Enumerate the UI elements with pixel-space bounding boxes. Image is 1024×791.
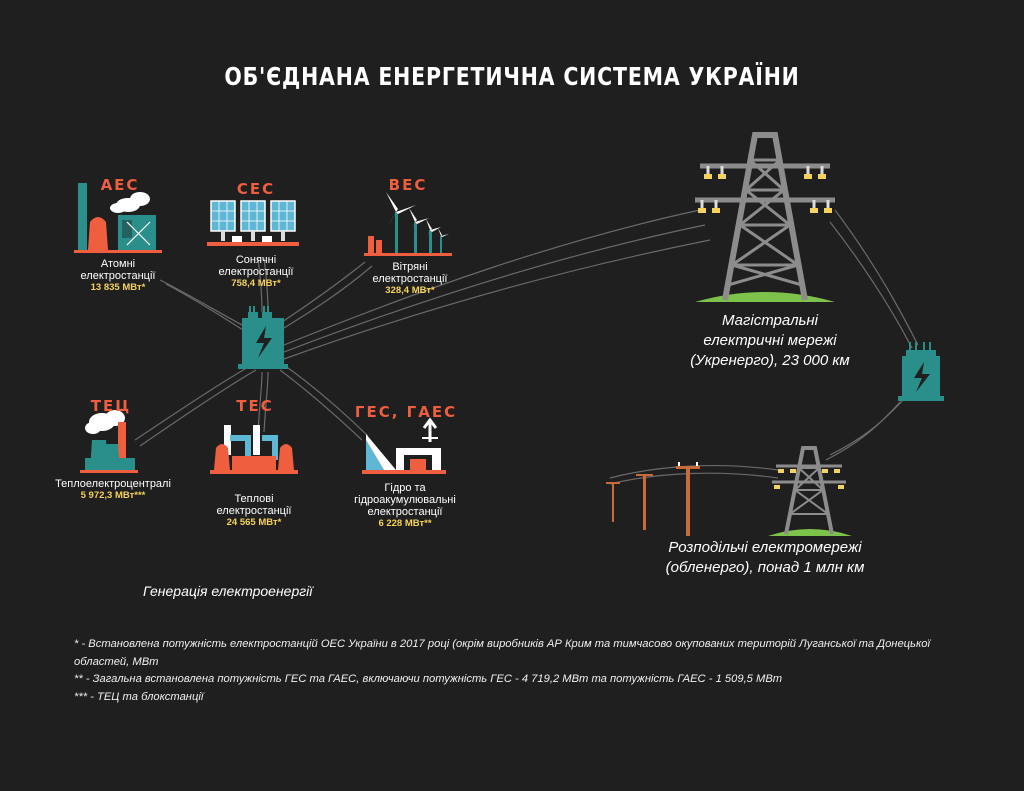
station-label-chp: Теплоелектроцентралі 5 972,3 МВт*** bbox=[38, 478, 188, 502]
station-name: електростанції bbox=[367, 506, 443, 518]
transformer-icon bbox=[238, 306, 288, 369]
station-tag-wind: ВЕС bbox=[388, 176, 428, 194]
station-name: Сонячні bbox=[235, 254, 277, 266]
footnote: * - Встановлена потужність електростанці… bbox=[74, 638, 930, 668]
station-tag-thermal: ТЕС bbox=[236, 397, 274, 415]
station-name: електростанції bbox=[80, 270, 156, 282]
station-name: Гідро та bbox=[384, 482, 426, 494]
station-value: 24 565 МВт* bbox=[226, 517, 282, 528]
station-value: 758,4 МВт* bbox=[231, 278, 281, 289]
distribution-tower-icon bbox=[768, 446, 852, 536]
nuclear-plant-icon bbox=[74, 183, 162, 253]
station-label-thermal: Теплові електростанції 24 565 МВт* bbox=[194, 493, 314, 529]
distribution-network-label: Розподільчі електромережі (обленерго), п… bbox=[640, 538, 890, 578]
transmission-line2: електричні мережі bbox=[703, 332, 837, 349]
station-name: Атомні bbox=[100, 258, 136, 270]
footnote: ** - Загальна встановлена потужність ГЕС… bbox=[74, 673, 783, 685]
station-value: 13 835 МВт* bbox=[90, 282, 146, 293]
station-label-nuclear: Атомні електростанції 13 835 МВт* bbox=[58, 258, 178, 294]
wind-turbines-icon bbox=[364, 192, 452, 256]
transformer-icon bbox=[898, 342, 944, 401]
utility-pole-icon bbox=[606, 462, 700, 536]
chp-plant-icon bbox=[80, 410, 138, 473]
transmission-line3: (Укренерго), 23 000 км bbox=[690, 352, 850, 369]
station-name: Теплоелектроцентралі bbox=[55, 478, 171, 490]
station-name: електростанції bbox=[372, 273, 448, 285]
station-tag-solar: СЕС bbox=[236, 180, 276, 198]
transmission-line1: Магістральні bbox=[721, 312, 818, 329]
station-value: 5 972,3 МВт*** bbox=[80, 490, 146, 501]
page-title: ОБ'ЄДНАНА ЕНЕРГЕТИЧНА СИСТЕМА УКРАЇНИ bbox=[224, 62, 800, 91]
station-name: Теплові bbox=[234, 493, 274, 505]
station-label-solar: Сонячні електростанції 758,4 МВт* bbox=[196, 254, 316, 290]
station-value: 328,4 МВт* bbox=[385, 285, 435, 296]
station-tag-nuclear: АЕС bbox=[100, 176, 140, 194]
station-name: Вітряні bbox=[392, 261, 428, 273]
station-label-hydro: Гідро та гідроакумулювальні електростанц… bbox=[340, 482, 470, 530]
transmission-network-label: Магістральні електричні мережі (Укренерг… bbox=[660, 311, 880, 371]
footnotes: * - Встановлена потужність електростанці… bbox=[74, 636, 954, 706]
station-name: електростанції bbox=[216, 505, 292, 517]
distribution-line1: Розподільчі електромережі bbox=[668, 539, 862, 556]
transmission-tower-icon bbox=[695, 132, 835, 302]
distribution-line2: (обленерго), понад 1 млн км bbox=[665, 559, 865, 576]
station-tag-hydro: ГЕС, ГАЕС bbox=[354, 403, 458, 421]
solar-panels-icon bbox=[207, 200, 299, 246]
generation-caption: Генерація електроенергії bbox=[143, 583, 313, 599]
station-name: електростанції bbox=[218, 266, 294, 278]
station-label-wind: Вітряні електростанції 328,4 МВт* bbox=[350, 261, 470, 297]
station-tag-chp: ТЕЦ bbox=[90, 397, 132, 415]
station-value: 6 228 МВт** bbox=[378, 518, 432, 529]
thermal-plant-icon bbox=[210, 425, 298, 474]
hydro-plant-icon bbox=[362, 417, 446, 474]
footnote: *** - ТЕЦ та блокстанції bbox=[74, 690, 204, 703]
station-name: гідроакумулювальні bbox=[354, 494, 456, 506]
power-lines bbox=[134, 209, 919, 485]
